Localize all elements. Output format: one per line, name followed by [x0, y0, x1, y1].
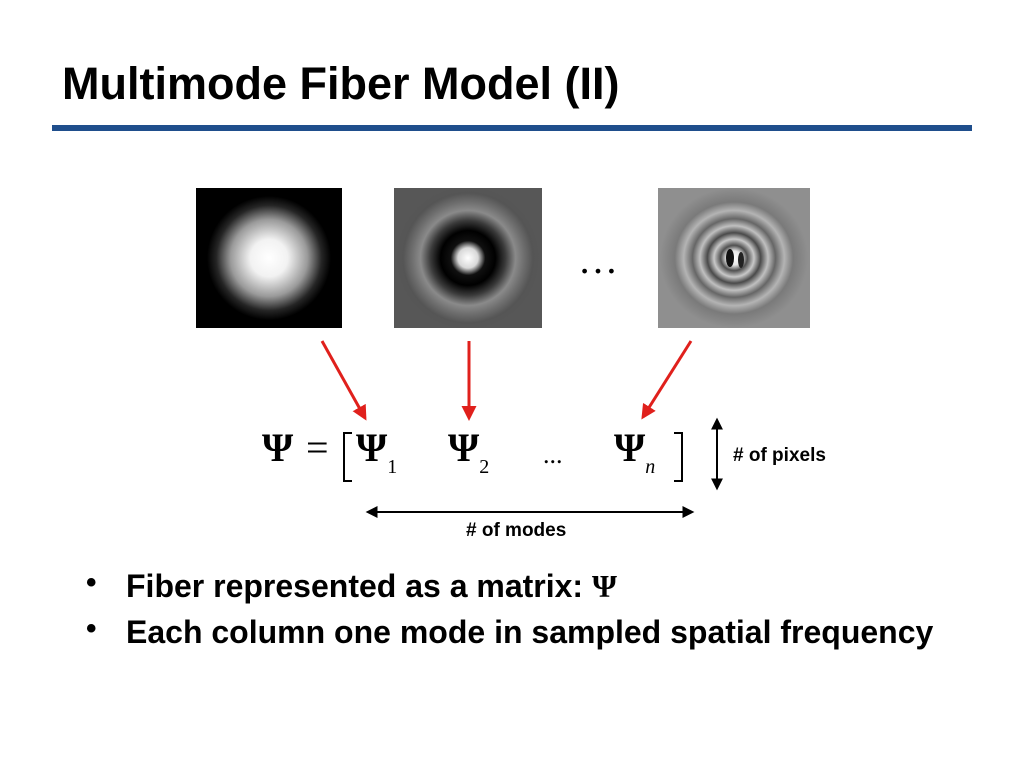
bullet-glyph: •	[86, 566, 97, 599]
matrix-column-n: Ψn	[614, 425, 656, 478]
title-underline	[52, 125, 972, 131]
bullet-text: Fiber represented as a matrix:	[126, 568, 592, 604]
matrix-right-bracket	[674, 432, 683, 482]
pixels-label: # of pixels	[733, 445, 826, 466]
mode1-arrow	[320, 340, 367, 421]
bullet-item: • Fiber represented as a matrix: Ψ	[80, 566, 980, 606]
matrix-column-ellipsis: ...	[543, 440, 563, 469]
bullet-list: • Fiber represented as a matrix: Ψ • Eac…	[80, 566, 980, 658]
higher-order-mode-image	[658, 188, 810, 328]
mode3-arrow	[641, 340, 693, 420]
equation-lhs: Ψ	[262, 425, 294, 470]
fundamental-mode-image	[196, 188, 342, 328]
matrix-left-bracket	[343, 432, 352, 482]
equation-equals: =	[306, 425, 329, 470]
slide-title: Multimode Fiber Model (II)	[62, 58, 620, 109]
more-modes-ellipsis: …	[578, 237, 618, 282]
bullet-psi-symbol: Ψ	[591, 568, 617, 604]
matrix-column-2: Ψ2	[448, 425, 490, 478]
ring-mode-image	[394, 188, 542, 328]
bullet-glyph: •	[86, 612, 97, 645]
bullet-text: Each column one mode in sampled spatial …	[126, 614, 934, 650]
bullet-item: • Each column one mode in sampled spatia…	[80, 612, 980, 652]
modes-label: # of modes	[466, 520, 567, 541]
matrix-column-1: Ψ1	[356, 425, 398, 478]
